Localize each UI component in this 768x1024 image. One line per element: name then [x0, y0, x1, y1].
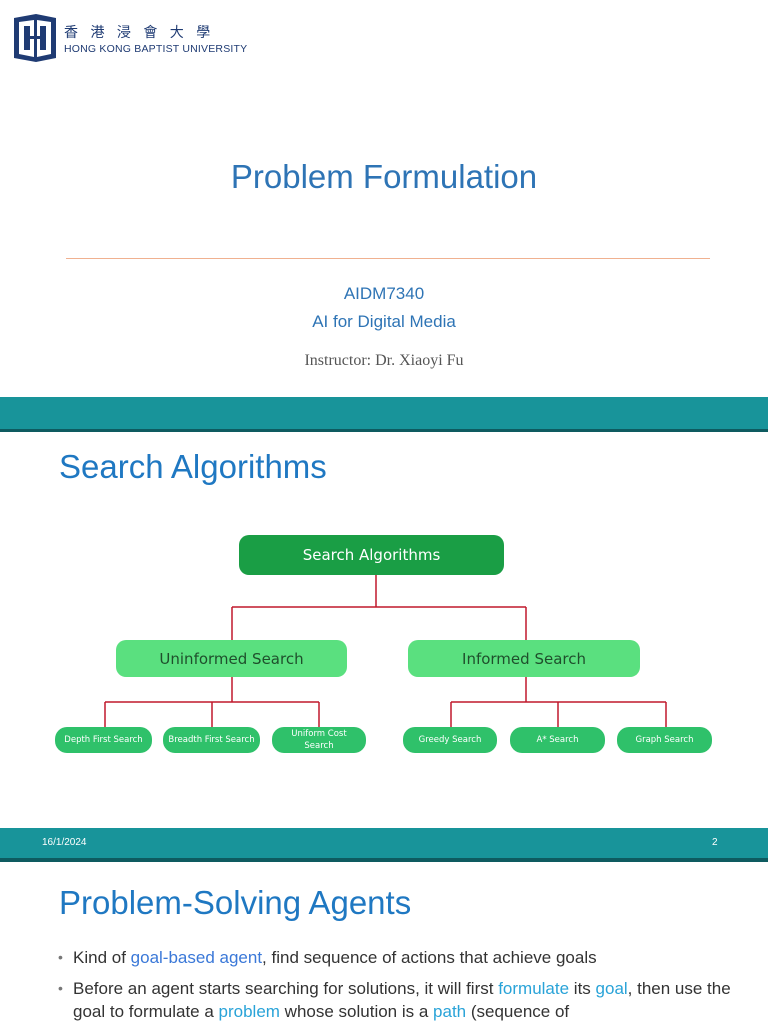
- search-algorithms-slide: Search Algorithms Search Algorithms Unin…: [0, 432, 768, 828]
- node-greedy-search: Greedy Search: [403, 727, 497, 753]
- bullet-dot-icon: •: [58, 980, 63, 996]
- node-depth-first-search: Depth First Search: [55, 727, 152, 753]
- bullet-text: Kind of goal-based agent, find sequence …: [73, 946, 733, 969]
- bullet-text-part: whose solution is a: [279, 1002, 434, 1021]
- bullet-dot-icon: •: [58, 949, 63, 965]
- highlighted-term: path: [433, 1002, 467, 1021]
- highlighted-term: goal-based agent: [130, 948, 263, 967]
- instructor-name: Instructor: Dr. Xiaoyi Fu: [304, 352, 464, 369]
- university-logo-icon: [14, 14, 56, 62]
- node-informed-search: Informed Search: [408, 640, 640, 677]
- logo-chinese-name: 香 港 浸 會 大 學: [64, 25, 215, 41]
- bullet-text-part: (sequence of: [466, 1002, 570, 1021]
- bullet-text-part: Kind of: [73, 948, 131, 967]
- tree-connectors: [104, 575, 667, 727]
- node-graph-search: Graph Search: [617, 727, 712, 753]
- bullet-text: Before an agent starts searching for sol…: [73, 977, 733, 1023]
- slide-title: Problem Formulation: [230, 158, 538, 195]
- slide-footer: 16/1/2024 2: [0, 828, 768, 858]
- footer-page-number: 2: [712, 837, 718, 848]
- slide-title: Search Algorithms: [59, 448, 327, 485]
- node-search-algorithms: Search Algorithms: [239, 535, 504, 575]
- bullet-text-part: , then use the goal to formulate a: [73, 979, 731, 1021]
- slide-separator-line: [0, 858, 768, 862]
- logo-english-name: HONG KONG BAPTIST UNIVERSITY: [64, 43, 248, 55]
- bullet-text-part: Before an agent starts searching for sol…: [73, 979, 499, 998]
- title-slide: 香 港 浸 會 大 學 HONG KONG BAPTIST UNIVERSITY…: [0, 0, 768, 397]
- node-breadth-first-search: Breadth First Search: [163, 727, 260, 753]
- highlighted-term: goal: [595, 979, 628, 998]
- node-uninformed-search: Uninformed Search: [116, 640, 347, 677]
- bullet-text-part: its: [569, 979, 596, 998]
- problem-solving-agents-slide: Problem-Solving Agents • Kind of goal-ba…: [0, 864, 768, 1024]
- node-uniform-cost-search: Uniform Cost Search: [272, 727, 366, 753]
- highlighted-term: problem: [218, 1002, 280, 1021]
- highlighted-term: formulate: [498, 979, 570, 998]
- slide-separator-band: [0, 397, 768, 429]
- title-divider: [66, 258, 710, 259]
- course-name: AI for Digital Media: [312, 312, 456, 331]
- node-a-star-search: A* Search: [510, 727, 605, 753]
- bullet-text-part: , find sequence of actions that achieve …: [262, 948, 597, 967]
- footer-date: 16/1/2024: [42, 837, 87, 848]
- slide-separator-line: [0, 429, 768, 432]
- course-code: AIDM7340: [343, 284, 425, 303]
- slide-title: Problem-Solving Agents: [59, 884, 412, 921]
